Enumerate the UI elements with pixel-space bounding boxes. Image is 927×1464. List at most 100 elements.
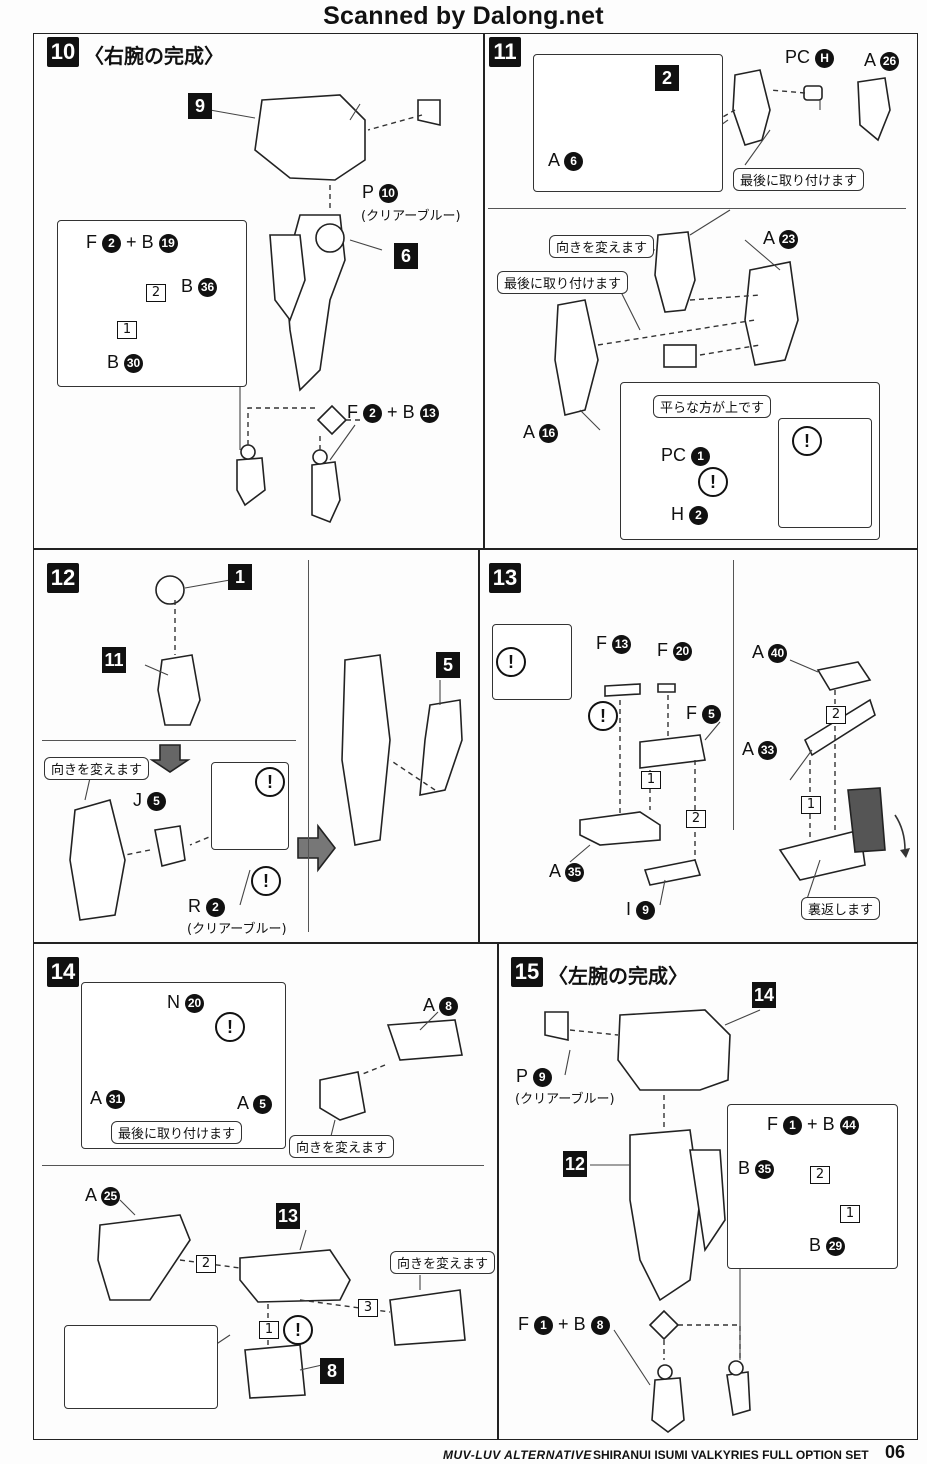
page-frame: [33, 33, 918, 1440]
instruction-note: 最後に取り付けます: [111, 1121, 243, 1144]
divider-h-2: [33, 942, 918, 944]
sequence-marker: 2: [810, 1166, 830, 1184]
subassembly-box: [533, 54, 723, 192]
step-title: 〈左腕の完成〉: [548, 964, 688, 988]
color-note: (クリアーブルー): [187, 922, 287, 937]
part-ref: 14: [752, 982, 776, 1008]
part-label: A 16: [523, 422, 559, 443]
sequence-marker: 3: [358, 1299, 378, 1317]
sequence-marker: 2: [146, 284, 166, 302]
subassembly-box: [727, 1104, 898, 1269]
instruction-note: 向きを変えます: [289, 1135, 395, 1158]
instruction-note: 最後に取り付けます: [497, 271, 629, 294]
part-label: F 1 + B 44: [767, 1114, 859, 1135]
part-label: A 23: [763, 228, 799, 249]
part-label: B 35: [738, 1158, 775, 1179]
caution-icon: !: [588, 701, 618, 731]
footer-product: SHIRANUI ISUMI VALKYRIES FULL OPTION SET: [593, 1448, 869, 1462]
part-ref: 8: [320, 1358, 344, 1384]
sequence-marker: 1: [117, 321, 137, 339]
part-ref: 13: [276, 1203, 300, 1229]
part-label: F 2 + B 13: [347, 402, 439, 423]
part-label: F 13: [596, 633, 632, 654]
part-label: R 2: [188, 896, 226, 917]
part-ref: 6: [394, 243, 418, 269]
part-label: J 5: [133, 790, 167, 811]
part-ref: 11: [102, 647, 126, 673]
part-ref: 2: [655, 65, 679, 91]
divider-v-row2: [478, 548, 480, 942]
sequence-marker: 2: [196, 1255, 216, 1273]
page-number: 06: [885, 1442, 906, 1462]
color-note: (クリアーブルー): [515, 1092, 615, 1107]
section-divider: [42, 1165, 484, 1166]
part-label: A 33: [742, 739, 778, 760]
part-label: A 25: [85, 1185, 121, 1206]
part-label: A 26: [864, 50, 900, 71]
part-label: B 29: [809, 1235, 846, 1256]
section-divider: [42, 740, 296, 741]
color-note: (クリアーブルー): [361, 209, 461, 224]
step-number: 12: [47, 563, 79, 593]
step-number: 14: [47, 957, 79, 987]
step-number: 13: [489, 563, 521, 593]
instruction-note: 裏返します: [801, 897, 881, 920]
caution-icon: !: [792, 426, 822, 456]
part-ref: 5: [436, 652, 460, 678]
section-divider: [308, 560, 309, 932]
divider-h-1: [33, 548, 918, 550]
caution-icon: !: [496, 647, 526, 677]
sequence-marker: 2: [686, 810, 706, 828]
section-divider: [488, 208, 906, 209]
step-number: 11: [489, 37, 521, 67]
instruction-note: 向きを変えます: [44, 757, 150, 780]
footer-series: MUV-LUV ALTERNATIVE: [443, 1448, 592, 1462]
instruction-note: 向きを変えます: [390, 1251, 496, 1274]
section-divider: [733, 560, 734, 830]
instruction-note: 向きを変えます: [549, 235, 655, 258]
detail-box: [64, 1325, 218, 1409]
watermark: Scanned by Dalong.net: [323, 2, 604, 30]
part-label: P 9: [516, 1066, 552, 1087]
part-label: A 8: [423, 995, 459, 1016]
step-title: 〈右腕の完成〉: [84, 44, 224, 68]
part-label: N 20: [167, 992, 205, 1013]
part-label: A 5: [237, 1093, 273, 1114]
step-number: 15: [511, 957, 543, 987]
part-label: A 6: [548, 150, 584, 171]
part-ref: 1: [228, 564, 252, 590]
instruction-note: 平らな方が上です: [653, 395, 772, 418]
step-number: 10: [47, 37, 79, 67]
part-label: PC H: [785, 47, 835, 68]
caution-icon: !: [251, 866, 281, 896]
part-label: H 2: [671, 504, 709, 525]
caution-icon: !: [698, 467, 728, 497]
part-label: F 5: [686, 703, 722, 724]
sequence-marker: 1: [801, 796, 821, 814]
part-label: PC 1: [661, 445, 711, 466]
part-label: A 40: [752, 642, 788, 663]
part-label: P 10: [362, 182, 398, 203]
part-label: A 35: [549, 861, 585, 882]
sequence-marker: 1: [840, 1205, 860, 1223]
part-label: F 20: [657, 640, 693, 661]
divider-v-row1: [483, 33, 485, 548]
part-ref: 12: [563, 1151, 587, 1177]
part-label: B 36: [181, 276, 218, 297]
instruction-note: 最後に取り付けます: [733, 168, 865, 191]
part-ref: 9: [188, 93, 212, 119]
part-label: F 1 + B 8: [518, 1314, 610, 1335]
caution-icon: !: [255, 767, 285, 797]
part-label: I 9: [626, 899, 656, 920]
caution-icon: !: [215, 1012, 245, 1042]
sequence-marker: 1: [259, 1321, 279, 1339]
sequence-marker: 2: [826, 706, 846, 724]
part-label: B 30: [107, 352, 144, 373]
divider-v-row3: [497, 942, 499, 1440]
sequence-marker: 1: [641, 771, 661, 789]
part-label: A 31: [90, 1088, 126, 1109]
part-label: F 2 + B 19: [86, 232, 178, 253]
subassembly-box: [57, 220, 247, 387]
caution-icon: !: [283, 1315, 313, 1345]
